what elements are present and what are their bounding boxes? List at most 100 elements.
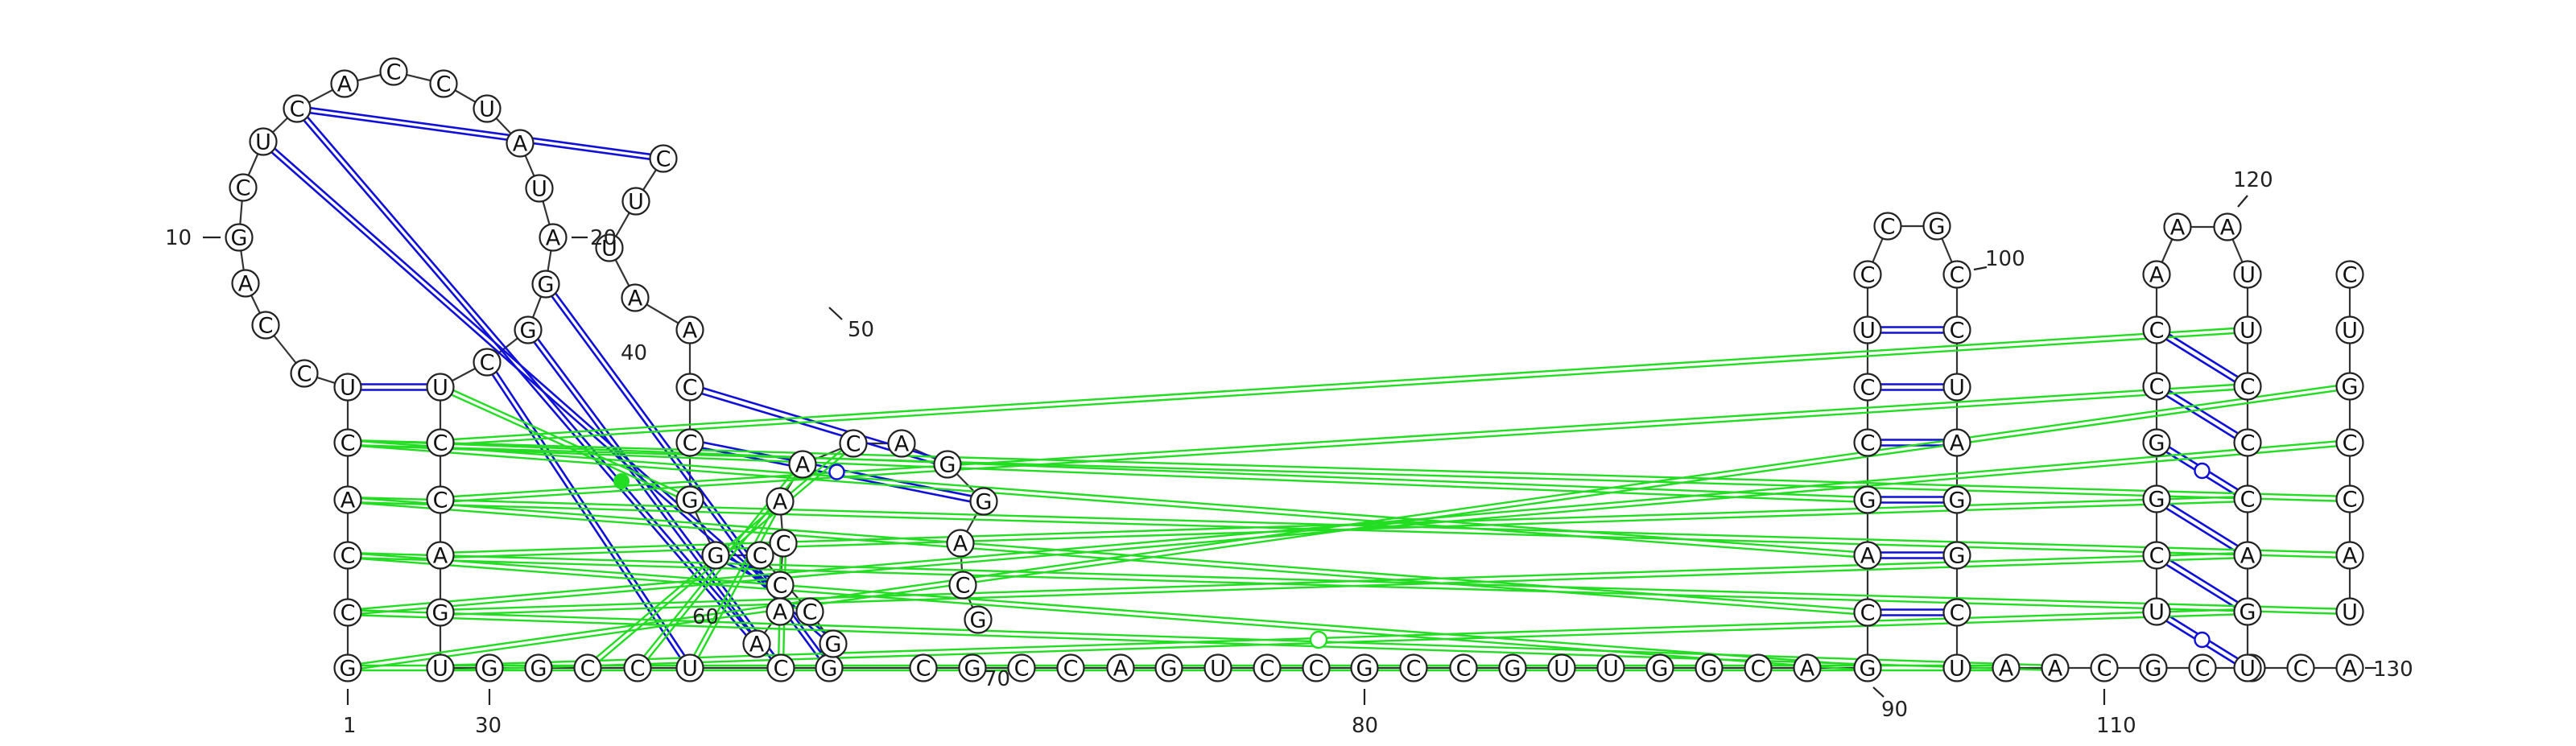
wobble-circle-icon (828, 464, 845, 480)
nucleotide-letter: G (970, 608, 987, 633)
nucleotide-letter: U (479, 97, 495, 122)
nucleotide-circle (333, 373, 362, 402)
nucleotide-circle (621, 187, 650, 216)
nucleotide: C (1744, 653, 1773, 682)
nucleotide-letter: C (774, 657, 789, 682)
number-tick (1973, 266, 1988, 271)
nucleotide-letter: A (337, 72, 353, 97)
tertiary-pair-line (484, 362, 689, 670)
nucleotide-letter: C (2240, 488, 2256, 513)
nucleotide: G (333, 653, 362, 682)
number-label: 20 (572, 226, 617, 250)
tertiary-pair-line (298, 106, 760, 643)
number-label-text: 20 (590, 226, 617, 250)
nucleotide-letter: C (2240, 431, 2256, 456)
nucleotide-circle (1853, 315, 1882, 344)
nucleotide: C (251, 311, 280, 340)
nucleotide: U (2142, 597, 2171, 626)
nucleotide: U (2335, 597, 2364, 626)
nucleotide-circle (225, 223, 254, 252)
nucleotide: G (2233, 597, 2262, 626)
number-label: 70 (984, 667, 1010, 691)
nucleotide: G (1922, 212, 1951, 241)
nucleotide: U (595, 233, 624, 262)
nucleotide: G (969, 487, 998, 516)
nucleotide-letter: G (1701, 657, 1718, 682)
tertiary-pair-line (488, 360, 693, 668)
nucleotide: A (675, 315, 704, 344)
nucleotide-letter: A (683, 319, 698, 344)
nucleotide-circle (2142, 597, 2171, 626)
nucleotide-circle (539, 223, 568, 252)
canonical-pair-line (2154, 387, 2247, 447)
nucleotide-letter: C (753, 544, 768, 569)
nucleotide: U (1942, 373, 1971, 402)
nucleotide-letter: C (1309, 657, 1324, 682)
nucleotide: U (426, 653, 455, 682)
nucleotide-circle (887, 429, 916, 458)
number-label-text: 70 (984, 667, 1010, 691)
canonical-pair-line (2154, 500, 2247, 559)
nucleotide-circle (251, 311, 280, 340)
nucleotide-circle (839, 429, 868, 458)
nucleotide: G (1645, 653, 1674, 682)
noncanonical-pair-line (347, 443, 2350, 503)
nucleotide: C (2188, 653, 2217, 682)
nucleotide-circle (623, 653, 652, 682)
noncanonical-pair-line (347, 501, 1868, 616)
nucleotide-circle (1942, 541, 1971, 570)
nucleotide: C (948, 571, 977, 600)
number-tick (1872, 686, 1885, 698)
nucleotide: G (2142, 428, 2171, 457)
nucleotide-circle (333, 653, 362, 682)
nucleotide-letter: C (1860, 376, 1876, 401)
nucleotide-letter: C (258, 314, 274, 339)
nucleotide-circle (958, 653, 987, 682)
nucleotide: G (819, 629, 848, 658)
nucleotide: C (1873, 212, 1902, 241)
noncanonical-pair-line (348, 496, 1868, 612)
open-circle-icon (1309, 630, 1328, 649)
nucleotide-circle (675, 428, 704, 457)
nucleotide-letter: U (1603, 657, 1619, 682)
nucleotide: G (531, 270, 560, 299)
nucleotide-letter: A (2343, 544, 2358, 569)
number-label: 30 (475, 689, 502, 738)
nucleotide-circle (2142, 428, 2171, 457)
nucleotide: C (426, 428, 455, 457)
nucleotide-letter: G (520, 319, 537, 344)
nucleotide: C (283, 94, 312, 123)
nucleotide: C (2335, 428, 2364, 457)
nucleotide-circle (1942, 598, 1971, 627)
nucleotide: U (249, 127, 278, 156)
number-label: 80 (1352, 689, 1378, 738)
nucleotide: C (2233, 428, 2262, 457)
nucleotide: C (2142, 372, 2171, 401)
nucleotide: C (333, 428, 362, 457)
nucleotide: A (2142, 260, 2171, 289)
nucleotide-letter: C (341, 601, 356, 626)
nucleotide-circle (675, 653, 704, 682)
nucleotide: C (909, 653, 938, 682)
nucleotide-circle (2233, 428, 2262, 457)
number-label: 90 (1872, 686, 1908, 722)
number-label: 60 (692, 605, 719, 629)
nucleotide: G (2142, 484, 2171, 513)
nucleotide-circle (333, 541, 362, 570)
nucleotide-circle (1853, 260, 1882, 289)
nucleotide: U (621, 187, 650, 216)
nucleotide-letter: C (290, 97, 305, 122)
nucleotide-letter: C (341, 431, 356, 456)
nucleotide: C (1853, 260, 1882, 289)
nucleotide-circle (1253, 653, 1282, 682)
nucleotide: U (473, 94, 502, 123)
nucleotide-circle (819, 629, 848, 658)
number-label-text: 10 (165, 226, 192, 250)
nucleotide-letter: U (1860, 319, 1876, 344)
nucleotide-letter: C (656, 147, 671, 172)
noncanonical-pair-line (347, 556, 1868, 672)
nucleotide: A (2335, 541, 2364, 570)
nucleotide-letter: U (1949, 657, 1965, 682)
nucleotide-letter: U (1949, 376, 1965, 401)
nucleotide-circle (2286, 653, 2315, 682)
